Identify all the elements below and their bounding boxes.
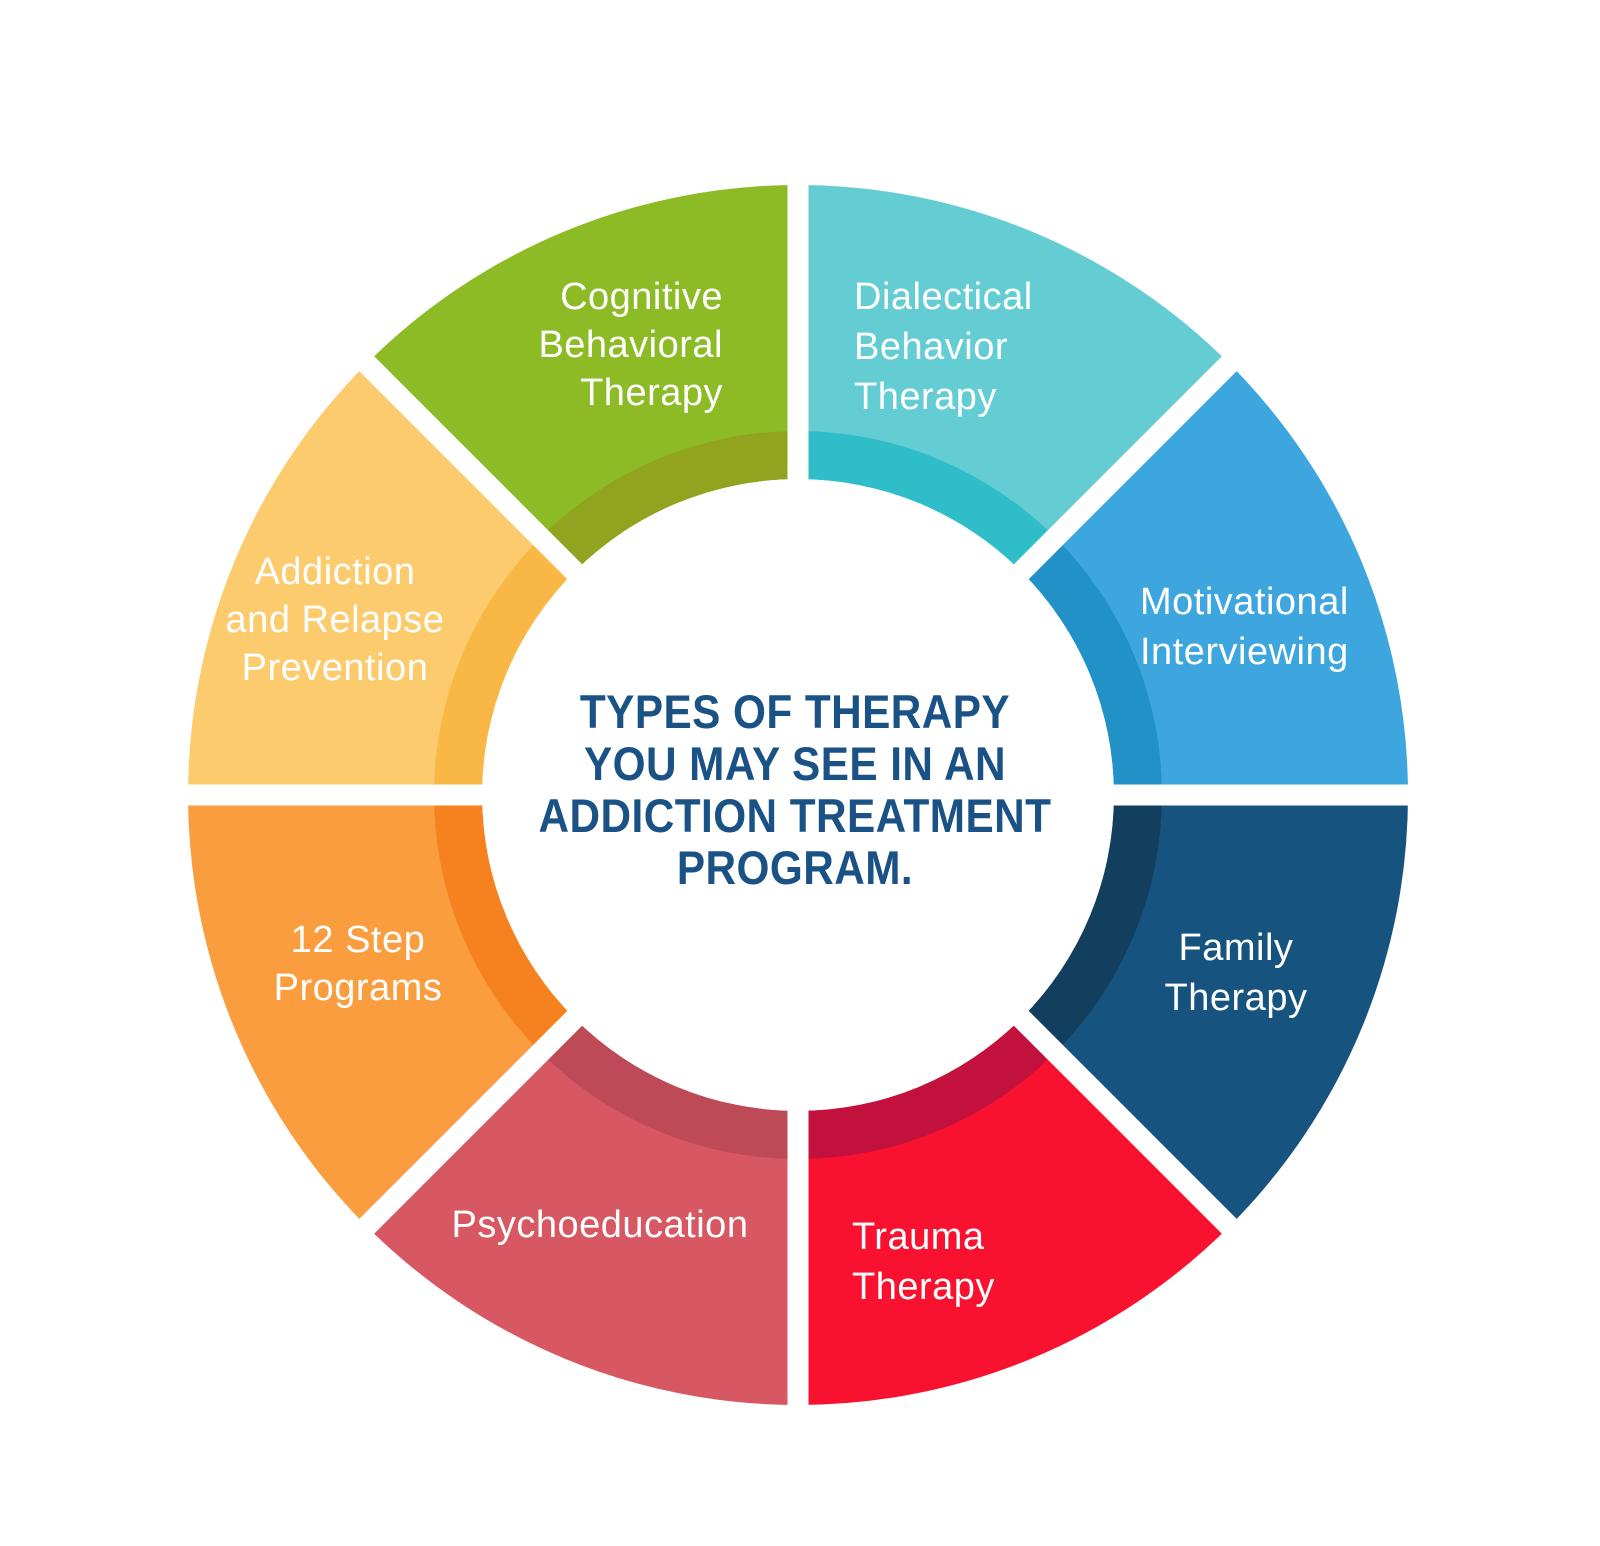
center-title-line: ADDICTION TREATMENT: [539, 791, 1052, 843]
cognitive-behavioral-therapy-label-line: Behavioral: [538, 324, 723, 366]
addiction-and-relapse-prevention-label-line: and Relapse: [226, 599, 445, 641]
psychoeducation-label-line: Psychoeducation: [452, 1204, 749, 1246]
segment-cognitive-behavioral-therapy: [366, 185, 798, 572]
family-therapy-label-line: Family: [1179, 927, 1294, 969]
trauma-therapy-inner-band: [798, 1018, 1056, 1159]
12-step-programs-label-line: Programs: [274, 967, 443, 1009]
center-title-line: TYPES OF THERAPY: [580, 687, 1010, 739]
center-title-line: PROGRAM.: [677, 843, 913, 895]
12-step-programs-label-line: 12 Step: [291, 919, 426, 961]
segment-dialectical-behavior-therapy: [798, 185, 1230, 572]
addiction-and-relapse-prevention-label-line: Addiction: [255, 551, 416, 593]
dialectical-behavior-therapy-label-line: Therapy: [854, 376, 997, 418]
segment-psychoeducation: [366, 1018, 798, 1405]
dialectical-behavior-therapy-label-line: Behavior: [854, 326, 1008, 368]
segment-trauma-therapy: [798, 1018, 1230, 1405]
segment-gap-line: [346, 787, 806, 1247]
center-title-line: YOU MAY SEE IN AN: [584, 739, 1006, 791]
segment-family-therapy: [1021, 795, 1408, 1227]
segment-motivational-interviewing: [1021, 363, 1408, 795]
segment-gap-line: [346, 343, 806, 803]
cognitive-behavioral-therapy-label-line: Therapy: [580, 372, 723, 414]
addiction-and-relapse-prevention-inner-band: [434, 537, 575, 795]
trauma-therapy-label-line: Therapy: [852, 1266, 995, 1308]
family-therapy-inner-band: [1021, 795, 1162, 1053]
motivational-interviewing-label-line: Interviewing: [1140, 631, 1349, 673]
cognitive-behavioral-therapy-label-line: Cognitive: [560, 276, 723, 318]
segment-addiction-and-relapse-prevention: [188, 363, 575, 795]
trauma-therapy-label-line: Trauma: [852, 1216, 985, 1258]
addiction-and-relapse-prevention-label-line: Prevention: [242, 647, 429, 689]
motivational-interviewing-inner-band: [1021, 537, 1162, 795]
segment-12-step-programs: [188, 795, 575, 1227]
segment-gap-line: [790, 343, 1250, 803]
motivational-interviewing-label-line: Motivational: [1140, 581, 1349, 623]
12-step-programs-inner-band: [434, 795, 575, 1053]
cognitive-behavioral-therapy-inner-band: [540, 431, 798, 572]
segment-gaps: [170, 167, 1426, 1423]
segment-gap-line: [790, 787, 1250, 1247]
family-therapy-label-line: Therapy: [1165, 977, 1308, 1019]
psychoeducation-label: Psychoeducation: [452, 1204, 749, 1246]
psychoeducation-inner-band: [540, 1018, 798, 1159]
dialectical-behavior-therapy-label-line: Dialectical: [854, 276, 1033, 318]
dialectical-behavior-therapy-inner-band: [798, 431, 1056, 572]
